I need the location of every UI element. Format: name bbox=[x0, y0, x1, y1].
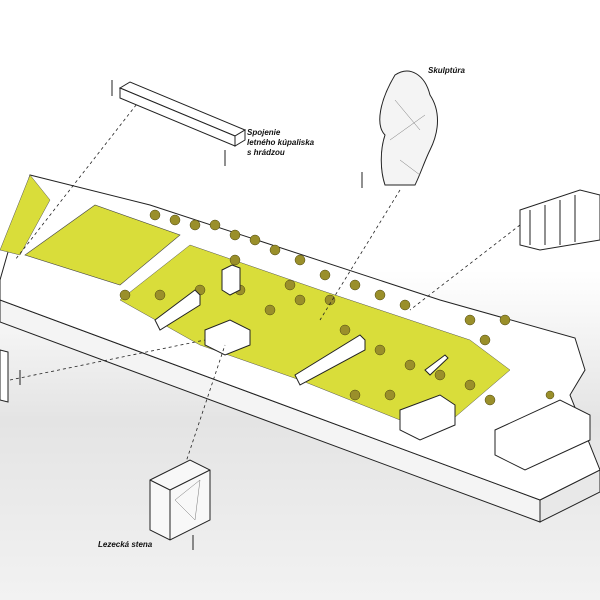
connection-beam-callout bbox=[111, 80, 247, 166]
leader-lines bbox=[9, 99, 521, 466]
connection-label: Spojenie letného kúpaliska s hrádzou bbox=[247, 128, 314, 158]
connection-label-line3: s hrádzou bbox=[247, 148, 285, 157]
vegetation-area bbox=[0, 174, 511, 431]
sculpture-callout bbox=[361, 70, 438, 188]
wall-panel-callout bbox=[519, 189, 600, 251]
climbing-wall-label: Lezecká stena bbox=[98, 540, 153, 549]
left-panel-callout bbox=[0, 349, 21, 403]
climbing-wall-callout bbox=[149, 459, 211, 550]
connection-label-line2: letného kúpaliska bbox=[247, 138, 315, 147]
connection-label-line1: Spojenie bbox=[247, 128, 281, 137]
site-buildings bbox=[154, 264, 591, 471]
trees bbox=[119, 209, 555, 406]
sculpture-label: Skulptúra bbox=[428, 66, 465, 75]
